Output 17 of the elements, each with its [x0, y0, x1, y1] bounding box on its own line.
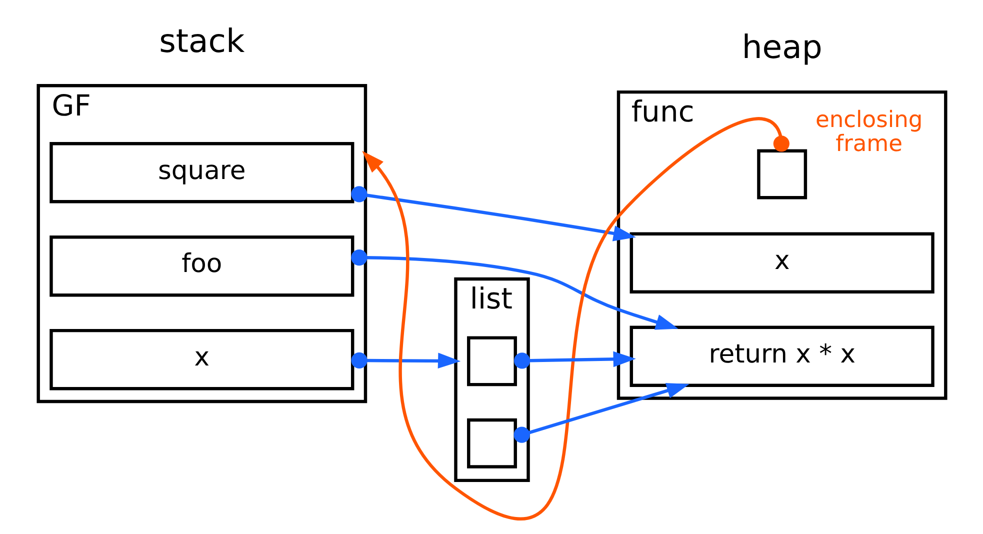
label: heap — [741, 28, 822, 66]
node-box: x — [629, 232, 934, 294]
arrow — [350, 250, 678, 330]
label: stack — [158, 22, 244, 60]
node-box — [466, 418, 516, 468]
arrow — [514, 351, 636, 369]
arrow — [350, 352, 460, 369]
node-box: return x * x — [629, 326, 934, 387]
arrow — [362, 117, 789, 520]
edge-label: enclosing frame — [814, 107, 922, 158]
node-box: x — [49, 328, 354, 390]
node-box: square — [49, 142, 354, 204]
node-box — [466, 336, 516, 386]
node-box — [756, 149, 807, 200]
node-box: foo — [49, 235, 354, 297]
arrow — [350, 186, 636, 242]
arrow — [513, 383, 689, 443]
